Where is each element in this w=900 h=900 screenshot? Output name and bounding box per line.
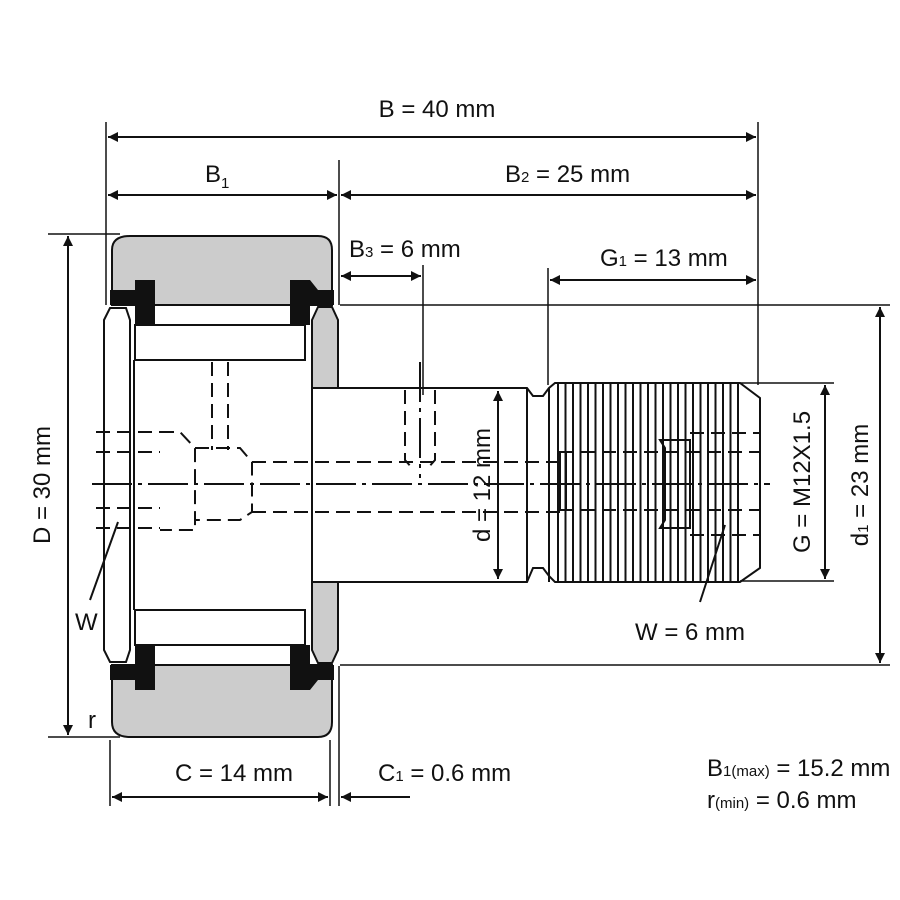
label-D: D = 30 mm	[29, 426, 56, 544]
note-r-min: r(min) = 0.6 mm	[707, 787, 857, 814]
label-B1: B1	[205, 161, 229, 192]
seals	[110, 280, 334, 690]
label-r: r	[88, 707, 96, 734]
extension-lines	[48, 122, 890, 806]
label-d1: d1 = 23 mm	[847, 424, 874, 546]
label-G1: G1 = 13 mm	[600, 245, 728, 272]
needle-rollers	[134, 324, 306, 646]
hidden-lines	[92, 362, 770, 536]
label-W-left: W	[75, 609, 98, 636]
thread-lines	[557, 383, 739, 582]
labels: B = 40 mm B1 B2 = 25 mm B3 = 6 mm G1 = 1…	[29, 96, 890, 814]
label-W-right: W = 6 mm	[635, 619, 745, 646]
outer-ring	[111, 235, 333, 738]
label-C: C = 14 mm	[175, 760, 293, 787]
dimension-lines	[63, 132, 885, 802]
label-B: B = 40 mm	[379, 96, 496, 123]
label-B3: B3 = 6 mm	[349, 236, 461, 263]
flange-washers	[103, 306, 339, 664]
leader-lines	[89, 521, 726, 603]
label-G: G = M12X1.5	[789, 411, 816, 553]
label-d: d = 12 mm	[469, 428, 496, 542]
note-B1-max: B1(max) = 15.2 mm	[707, 755, 890, 782]
label-B2: B2 = 25 mm	[505, 161, 630, 188]
stud-body	[133, 360, 761, 610]
label-C1: C1 = 0.6 mm	[378, 760, 511, 787]
